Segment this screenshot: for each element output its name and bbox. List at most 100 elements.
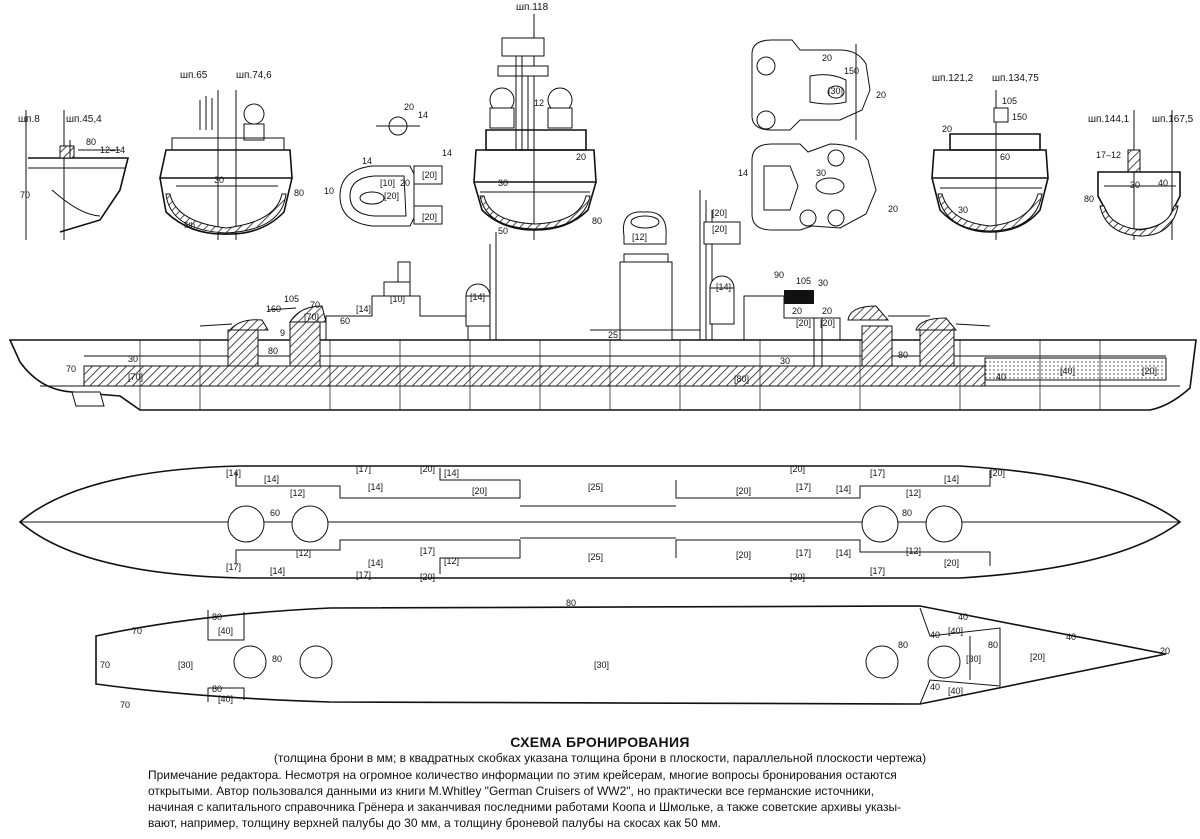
svg-text:[12]: [12] [906,488,921,498]
svg-text:[20]: [20] [736,550,751,560]
svg-text:30: 30 [498,178,508,188]
svg-text:60: 60 [270,508,280,518]
svg-text:[70]: [70] [128,372,143,382]
turret-plans-aft: 20 150 [30] 20 14 30 20 [738,39,898,231]
svg-text:[30]: [30] [828,86,843,96]
svg-text:30: 30 [214,175,224,185]
svg-text:[14]: [14] [368,482,383,492]
svg-text:5th: 5th [184,221,195,230]
svg-text:70: 70 [132,626,142,636]
svg-text:70: 70 [310,300,320,310]
svg-text:[10]: [10] [390,294,405,304]
svg-text:[17]: [17] [870,468,885,478]
svg-text:[20]: [20] [736,486,751,496]
svg-text:80: 80 [902,508,912,518]
armor-deck-plan: 80 70 80 [40] 70 [30] 80 [40] 70 [30] 80… [95,598,1170,710]
svg-text:160: 160 [266,304,281,314]
svg-text:20: 20 [576,152,586,162]
svg-text:14: 14 [738,168,748,178]
svg-text:50: 50 [498,226,508,236]
svg-text:[20]: [20] [944,558,959,568]
svg-text:80: 80 [988,640,998,650]
svg-text:60: 60 [1000,152,1010,162]
svg-text:[17]: [17] [870,566,885,576]
svg-text:30: 30 [1130,180,1140,190]
svg-text:40: 40 [930,630,940,640]
svg-text:40: 40 [1158,178,1168,188]
svg-text:80: 80 [268,346,278,356]
svg-text:9: 9 [280,328,285,338]
svg-text:80: 80 [212,684,222,694]
svg-text:30: 30 [958,205,968,215]
svg-text:30: 30 [780,356,790,366]
frame-label-144: шп.144,1 [1088,114,1130,125]
svg-text:[20]: [20] [790,572,805,582]
svg-text:20: 20 [942,124,952,134]
svg-text:[70]: [70] [304,312,319,322]
editor-note-line: вают, например, толщину верхней палубы д… [148,816,721,830]
frame-label-74: шп.74,6 [236,70,272,81]
svg-text:80: 80 [898,350,908,360]
svg-text:105: 105 [796,276,811,286]
svg-text:40: 40 [930,682,940,692]
svg-text:70: 70 [100,660,110,670]
svg-text:[20]: [20] [712,208,727,218]
svg-text:20: 20 [888,204,898,214]
svg-text:[14]: [14] [356,304,371,314]
svg-text:40: 40 [1066,632,1076,642]
svg-text:105: 105 [284,294,299,304]
frame-label-45: шп.45,4 [66,114,102,125]
svg-text:[20]: [20] [712,224,727,234]
svg-text:20: 20 [792,306,802,316]
svg-text:90: 90 [774,270,784,280]
svg-text:[80]: [80] [734,374,749,384]
svg-text:20: 20 [400,178,410,188]
turret-plan-small: 20 14 [376,102,428,136]
svg-text:14: 14 [418,110,428,120]
svg-text:12: 12 [534,98,544,108]
svg-text:[14]: [14] [944,474,959,484]
svg-text:[14]: [14] [836,484,851,494]
svg-text:[14]: [14] [226,468,241,478]
cross-section-forward: 30 80 5th [159,90,304,240]
svg-text:80: 80 [272,654,282,664]
svg-text:70: 70 [66,364,76,374]
svg-text:12–14: 12–14 [100,145,125,155]
svg-text:[40]: [40] [1060,366,1075,376]
svg-text:[25]: [25] [588,552,603,562]
frame-label-65: шп.65 [180,70,208,81]
frame-label-121: шп.121,2 [932,73,974,84]
svg-text:17–12: 17–12 [1096,150,1121,160]
editor-note-line: открытыми. Автор пользовался данными из … [148,784,875,798]
svg-text:20: 20 [404,102,414,112]
svg-text:[10]: [10] [380,178,395,188]
svg-text:[12]: [12] [444,556,459,566]
svg-text:40: 40 [996,372,1006,382]
svg-text:[17]: [17] [356,570,371,580]
frame-headers: шп.8 шп.45,4 шп.65 шп.74,6 шп.118 шп.121… [18,2,1194,125]
svg-text:[12]: [12] [906,546,921,556]
svg-text:[14]: [14] [470,292,485,302]
svg-text:80: 80 [1084,194,1094,204]
svg-text:30: 30 [818,278,828,288]
svg-text:70: 70 [20,190,30,200]
svg-text:[17]: [17] [226,562,241,572]
editor-note-line: начиная с капитального справочника Грёне… [148,800,902,814]
svg-text:[30]: [30] [178,660,193,670]
cross-section-stern: 17–12 30 40 80 [1084,110,1181,240]
svg-text:20: 20 [822,306,832,316]
svg-text:[40]: [40] [218,694,233,704]
svg-text:[20]: [20] [1142,366,1157,376]
svg-text:60: 60 [340,316,350,326]
svg-text:20: 20 [822,53,832,63]
svg-text:[14]: [14] [716,282,731,292]
svg-text:[17]: [17] [356,464,371,474]
svg-text:80: 80 [86,137,96,147]
svg-text:150: 150 [1012,112,1027,122]
svg-text:[20]: [20] [1030,652,1045,662]
svg-text:10: 10 [324,186,334,196]
turret-plan-small-2: [12] [622,211,667,245]
svg-text:20: 20 [876,90,886,100]
turret-plan-left: 14 14 [10] 20 10 [20] [20] [20] [324,148,452,227]
svg-text:150: 150 [844,66,859,76]
